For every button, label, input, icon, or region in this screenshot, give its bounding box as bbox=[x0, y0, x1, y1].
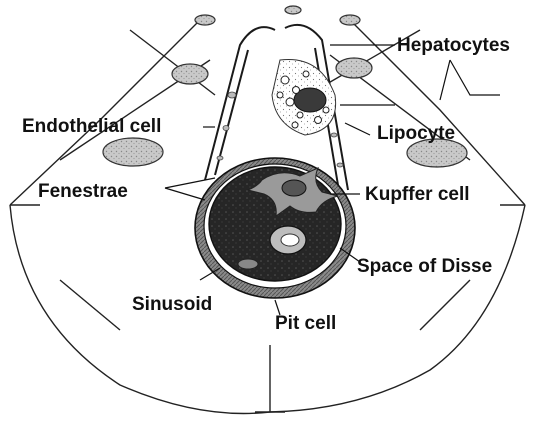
label-fenestrae: Fenestrae bbox=[38, 182, 128, 201]
label-pit-cell: Pit cell bbox=[275, 314, 336, 333]
label-kupffer-cell: Kupffer cell bbox=[365, 185, 470, 204]
label-lipocyte: Lipocyte bbox=[377, 124, 455, 143]
label-hepatocytes: Hepatocytes bbox=[397, 36, 510, 55]
label-sinusoid: Sinusoid bbox=[132, 295, 212, 314]
label-endothelial-cell: Endothelial cell bbox=[22, 117, 161, 136]
label-space-of-disse: Space of Disse bbox=[357, 257, 492, 276]
lipocyte-cell bbox=[272, 59, 336, 135]
